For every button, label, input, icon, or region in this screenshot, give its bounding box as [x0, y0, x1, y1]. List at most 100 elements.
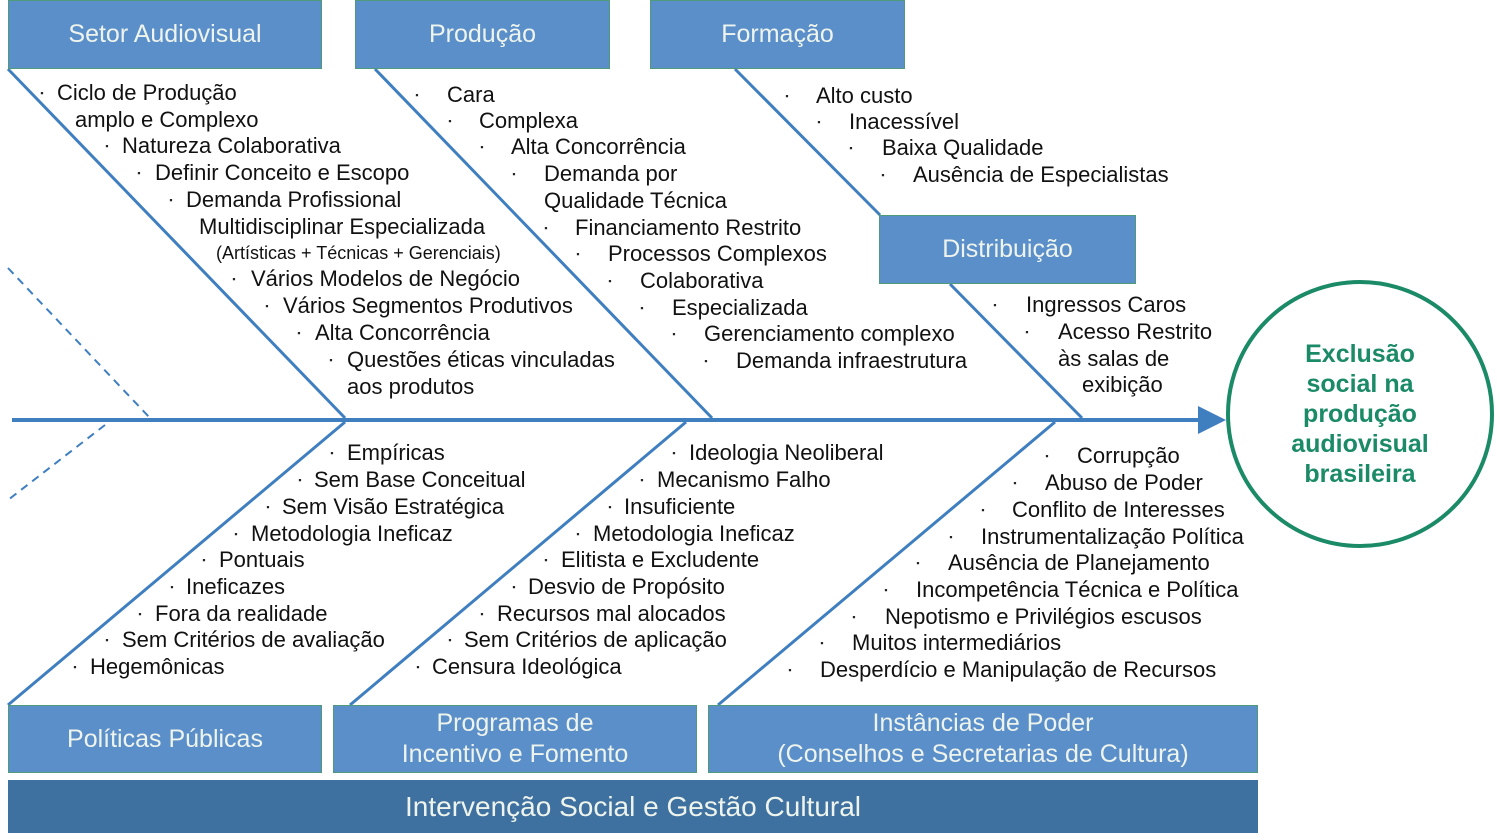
cause-item: Sem Critérios de avaliação	[122, 627, 385, 652]
bullet-icon: ▪	[480, 142, 484, 152]
cause-item: Demanda por	[544, 161, 678, 186]
cause-item: Ausência de Planejamento	[948, 550, 1210, 575]
cause-item: Incompetência Técnica e Política	[916, 577, 1239, 602]
category-label: Políticas Públicas	[67, 724, 263, 753]
cause-item: Ciclo de Produção	[57, 80, 237, 105]
bullet-icon: ▪	[105, 635, 109, 645]
bullet-icon: ▪	[416, 662, 420, 672]
category-label: Formação	[721, 20, 834, 48]
bullet-icon: ▪	[105, 141, 109, 151]
bullet-icon: ▪	[330, 448, 334, 458]
category-label: Instâncias de Poder(Conselhos e Secretar…	[777, 708, 1188, 770]
cause-item: Recursos mal alocados	[497, 601, 726, 626]
bullet-icon: ▪	[512, 169, 516, 179]
bone-programas	[349, 420, 687, 707]
cause-item: aos produtos	[347, 373, 475, 399]
cause-item: Demanda Profissional	[186, 187, 402, 212]
bullet-icon: ▪	[266, 502, 270, 512]
bullet-icon: ▪	[232, 274, 236, 284]
cause-item: Ideologia Neoliberal	[689, 440, 884, 465]
cause-item: exibição	[1082, 372, 1163, 398]
bullet-icon: ▪	[949, 532, 953, 542]
cause-item: Hegemônicas	[90, 654, 225, 679]
bullet-icon: ▪	[415, 90, 419, 100]
bullet-icon: ▪	[137, 168, 141, 178]
bullet-icon: ▪	[265, 301, 269, 311]
bone-producao	[373, 67, 714, 420]
bone-setor	[6, 67, 347, 420]
cause-item: Colaborativa	[640, 268, 764, 293]
cause-item: Abuso de Poder	[1045, 470, 1203, 495]
cause-item: Sem Base Conceitual	[314, 467, 526, 492]
bullet-icon: ▪	[916, 558, 920, 568]
effect-circle: Exclusão social na produção audiovisual …	[1226, 280, 1494, 548]
bullet-icon: ▪	[544, 223, 548, 233]
dashed-bone-lower	[7, 424, 106, 501]
bullet-icon: ▪	[298, 475, 302, 485]
cause-item: Insuficiente	[624, 494, 736, 519]
cause-item: Especializada	[672, 295, 808, 320]
cause-item: Sem Visão Estratégica	[282, 494, 505, 519]
category-label-line: (Conselhos e Secretarias de Cultura)	[777, 740, 1189, 768]
bullet-icon: ▪	[202, 555, 206, 565]
category-label-line: Incentivo e Fomento	[401, 740, 629, 768]
bottom-bar-label: Intervenção Social e Gestão Cultural	[404, 790, 862, 822]
cause-item: Processos Complexos	[608, 241, 827, 266]
cause-item: Alta Concorrência	[511, 134, 686, 159]
cause-item: Conflito de Interesses	[1012, 497, 1225, 522]
bullet-icon: ▪	[981, 505, 985, 515]
bullet-icon: ▪	[40, 88, 44, 98]
cause-item: Empíricas	[347, 440, 445, 465]
category-label: Produção	[428, 20, 537, 48]
bullet-icon: ▪	[704, 356, 708, 366]
cause-item: Pontuais	[219, 547, 305, 572]
cause-item: Fora da realidade	[155, 601, 328, 626]
bullet-icon: ▪	[297, 328, 301, 338]
cause-item: Instrumentalização Política	[981, 524, 1244, 549]
cause-item: (Artísticas + Técnicas + Gerenciais)	[216, 243, 501, 264]
bullet-icon: ▪	[608, 502, 612, 512]
category-programas-incentivo: Programas de Incentivo e Fomento	[333, 705, 697, 773]
cause-item: Natureza Colaborativa	[122, 133, 341, 158]
bullet-icon: ▪	[576, 529, 580, 539]
cause-item: amplo e Complexo	[75, 106, 259, 132]
bullet-icon: ▪	[672, 329, 676, 339]
effect-label: Exclusão social na produção audiovisual …	[1291, 340, 1429, 488]
cause-item: Ineficazes	[186, 574, 286, 599]
cause-item: Mecanismo Falho	[657, 467, 831, 492]
cause-item: Nepotismo e Privilégios escusos	[885, 604, 1202, 629]
category-instancias-poder: Instâncias de Poder(Conselhos e Secretar…	[708, 705, 1258, 773]
bullet-icon: ▪	[640, 303, 644, 313]
bullet-icon: ▪	[817, 117, 821, 127]
cause-item: Desperdício e Manipulação de Recursos	[820, 657, 1217, 682]
cause-item: Alto custo	[816, 83, 913, 108]
category-label-line: Programas de	[436, 709, 594, 737]
cause-item: Desvio de Propósito	[528, 574, 725, 599]
cause-item: Inacessível	[849, 109, 960, 134]
cause-item: Multidisciplinar Especializada	[199, 213, 486, 239]
cause-item: Baixa Qualidade	[882, 135, 1044, 160]
bullet-icon: ▪	[480, 609, 484, 619]
cause-item: Qualidade Técnica	[544, 187, 728, 213]
cause-item: Demanda infraestrutura	[736, 348, 968, 373]
category-distribuicao: Distribuição	[879, 215, 1136, 284]
cause-item: Metodologia Ineficaz	[251, 521, 453, 546]
cause-item: Muitos intermediários	[852, 630, 1062, 655]
bullet-icon: ▪	[881, 170, 885, 180]
cause-item: Acesso Restrito	[1058, 319, 1213, 344]
cause-item: Questões éticas vinculadas	[347, 347, 615, 372]
bone-distribuicao	[948, 282, 1084, 420]
bullet-icon: ▪	[1045, 451, 1049, 461]
cause-item: Gerenciamento complexo	[704, 321, 955, 346]
bullet-icon: ▪	[852, 612, 856, 622]
bone-formacao	[733, 67, 882, 217]
bullet-icon: ▪	[544, 555, 548, 565]
bullet-icon: ▪	[448, 635, 452, 645]
bone-instancias	[717, 420, 1056, 707]
bottom-bar: Intervenção Social e Gestão Cultural	[8, 780, 1258, 833]
bullet-icon: ▪	[788, 665, 792, 675]
bullet-icon: ▪	[448, 116, 452, 126]
cause-item: Ausência de Especialistas	[913, 162, 1169, 187]
category-producao: Produção	[355, 0, 610, 69]
